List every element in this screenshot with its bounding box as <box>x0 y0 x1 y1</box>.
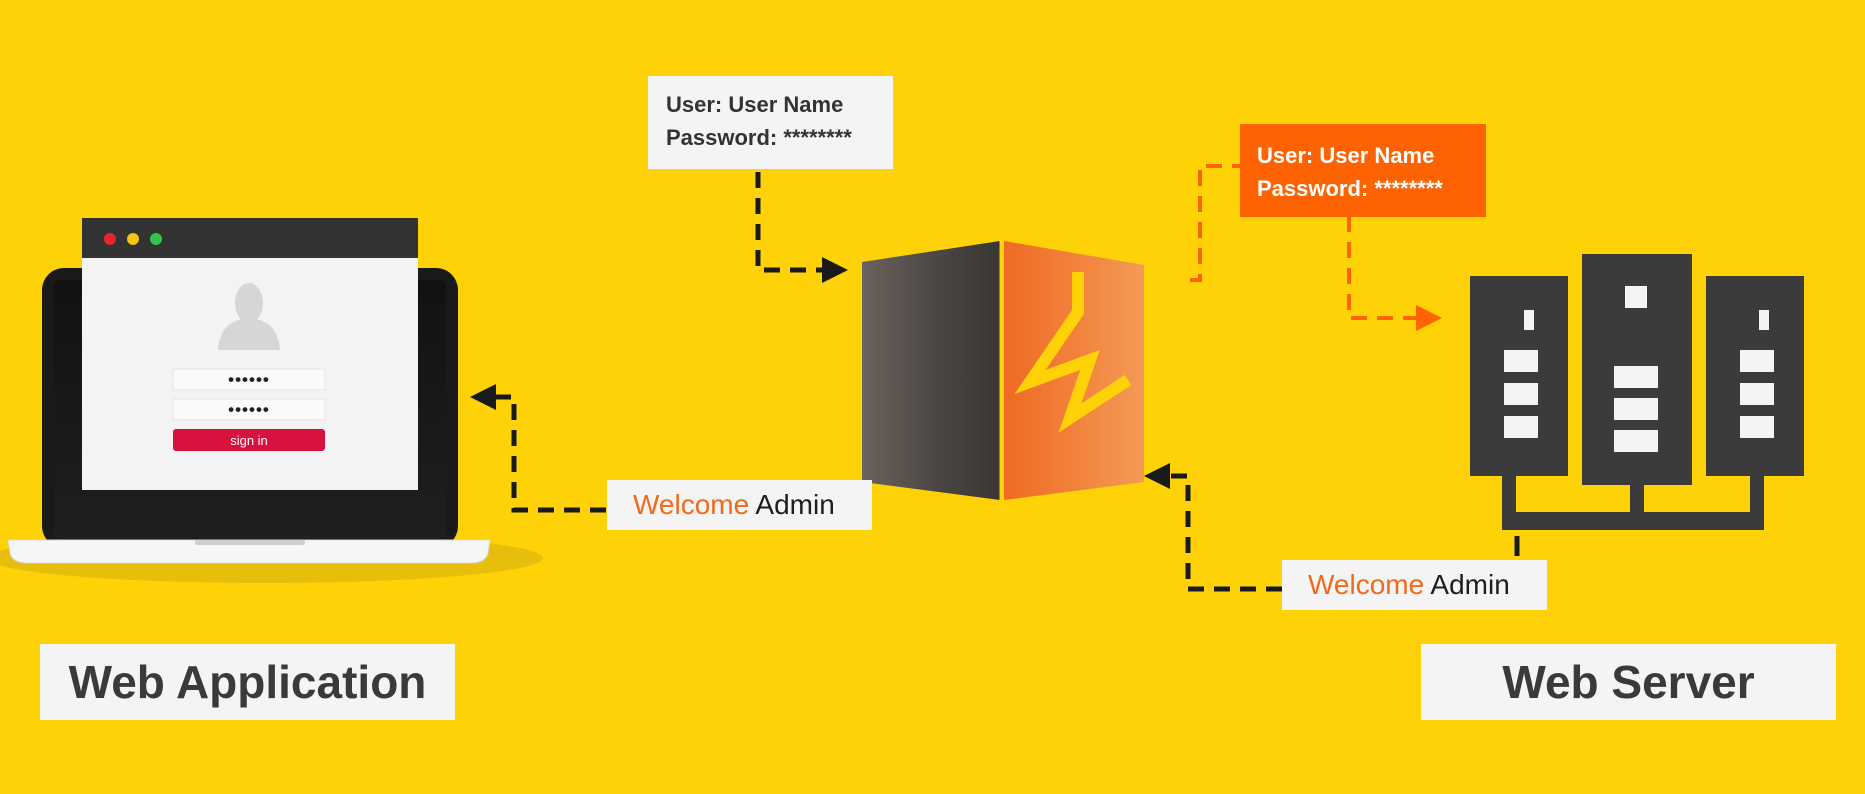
server-left <box>1470 276 1568 476</box>
admin-word: Admin <box>755 489 835 520</box>
response-arrow-server-to-proxy <box>1144 463 1520 592</box>
login-field-2-dots: •••••• <box>228 400 270 419</box>
response-arrow-proxy-to-client <box>470 384 606 513</box>
credentials-password-line: Password: ******** <box>666 125 852 150</box>
welcome-word-server: Welcome <box>1308 569 1425 600</box>
login-field-1-dots: •••••• <box>228 370 270 389</box>
user-avatar-icon <box>218 283 280 350</box>
login-password-field[interactable] <box>172 398 326 421</box>
request-arrow-client-to-proxy <box>755 172 848 283</box>
firewall-proxy-icon <box>862 241 1144 500</box>
window-minimize-icon <box>127 233 139 245</box>
signin-button-label: sign in <box>230 433 268 448</box>
credentials-note-client: User: User Name Password: ******** <box>648 76 893 169</box>
server-right <box>1706 276 1804 476</box>
laptop-base <box>7 539 491 564</box>
login-username-field[interactable] <box>172 368 326 391</box>
laptop-notch <box>195 540 305 545</box>
forwarded-password-line: Password: ******** <box>1257 176 1443 201</box>
proxy-left-face <box>862 241 1000 500</box>
server-rack-icon <box>1470 254 1804 530</box>
window-close-icon <box>104 233 116 245</box>
browser-window: •••••• •••••• sign in <box>82 218 418 490</box>
credentials-note-forwarded: User: User Name Password: ******** <box>1240 124 1486 217</box>
web-server-label: Web Server <box>1421 644 1836 720</box>
forwarded-user-line: User: User Name <box>1257 143 1435 168</box>
welcome-word: Welcome <box>633 489 750 520</box>
server-network-base <box>1502 476 1764 530</box>
signin-button[interactable] <box>173 429 325 451</box>
credentials-user-line: User: User Name <box>666 92 844 117</box>
welcome-note-server: Welcome Admin <box>1282 560 1547 610</box>
window-maximize-icon <box>150 233 162 245</box>
lightning-bolt-icon <box>1014 272 1132 433</box>
web-application-label: Web Application <box>40 644 455 720</box>
admin-word-server: Admin <box>1430 569 1510 600</box>
welcome-note-client: Welcome Admin <box>607 480 872 530</box>
request-arrow-proxy-to-server <box>1190 164 1442 331</box>
laptop-login-icon: •••••• •••••• sign in <box>0 218 543 583</box>
